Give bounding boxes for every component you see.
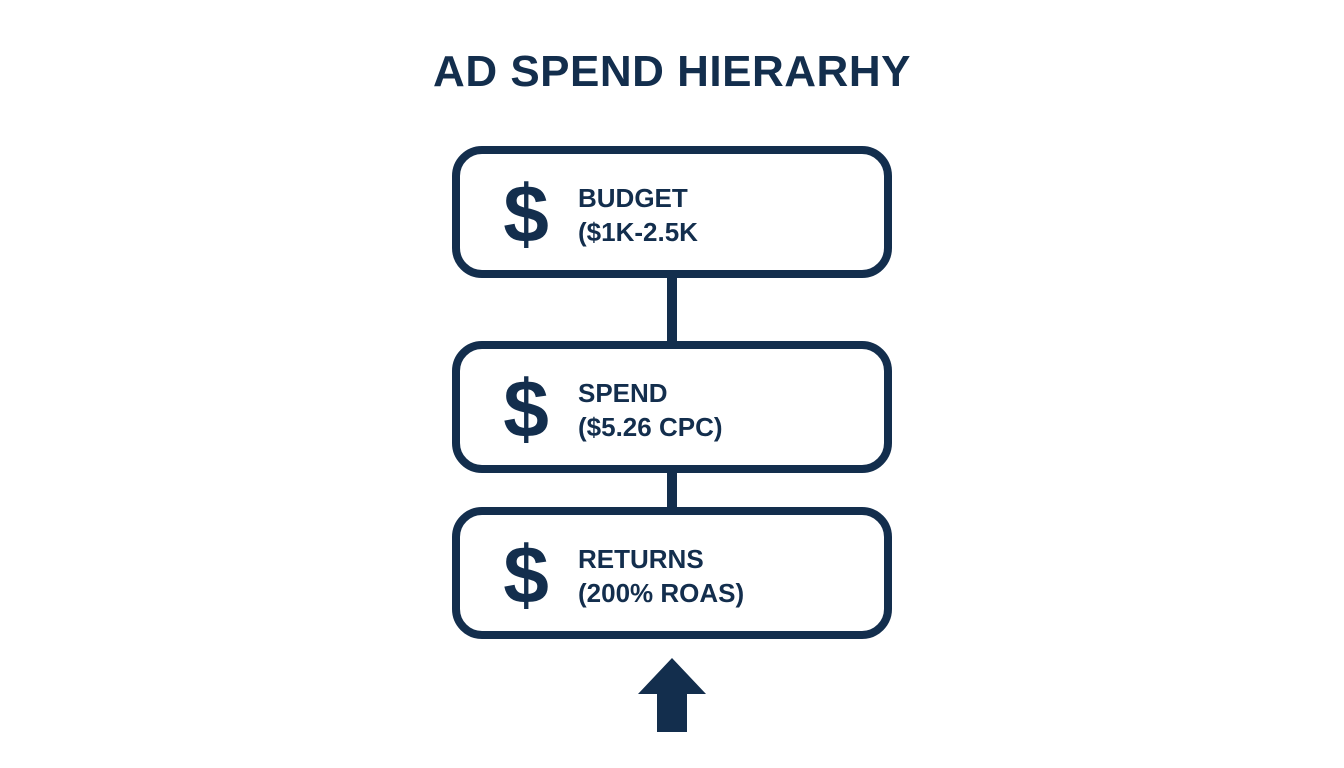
tier-returns-box: $ RETURNS (200% ROAS) (452, 507, 892, 639)
tier-budget-box: $ BUDGET ($1K-2.5K (452, 146, 892, 278)
tier-budget-label: BUDGET (578, 183, 688, 213)
dollar-icon: $ (503, 530, 549, 621)
dollar-icon: $ (503, 364, 549, 455)
tier-budget-detail: ($1K-2.5K (578, 217, 698, 247)
diagram-title: AD SPEND HIERARHY (433, 47, 911, 96)
dollar-icon: $ (503, 169, 549, 260)
tier-spend-detail: ($5.26 CPC) (578, 412, 723, 442)
tier-spend-label: SPEND (578, 378, 668, 408)
connector-line (667, 276, 677, 343)
tier-spend-box: $ SPEND ($5.26 CPC) (452, 341, 892, 473)
tier-returns-label: RETURNS (578, 544, 704, 574)
connector-line (667, 471, 677, 509)
tier-returns-detail: (200% ROAS) (578, 578, 745, 608)
up-arrow-icon (638, 658, 706, 732)
